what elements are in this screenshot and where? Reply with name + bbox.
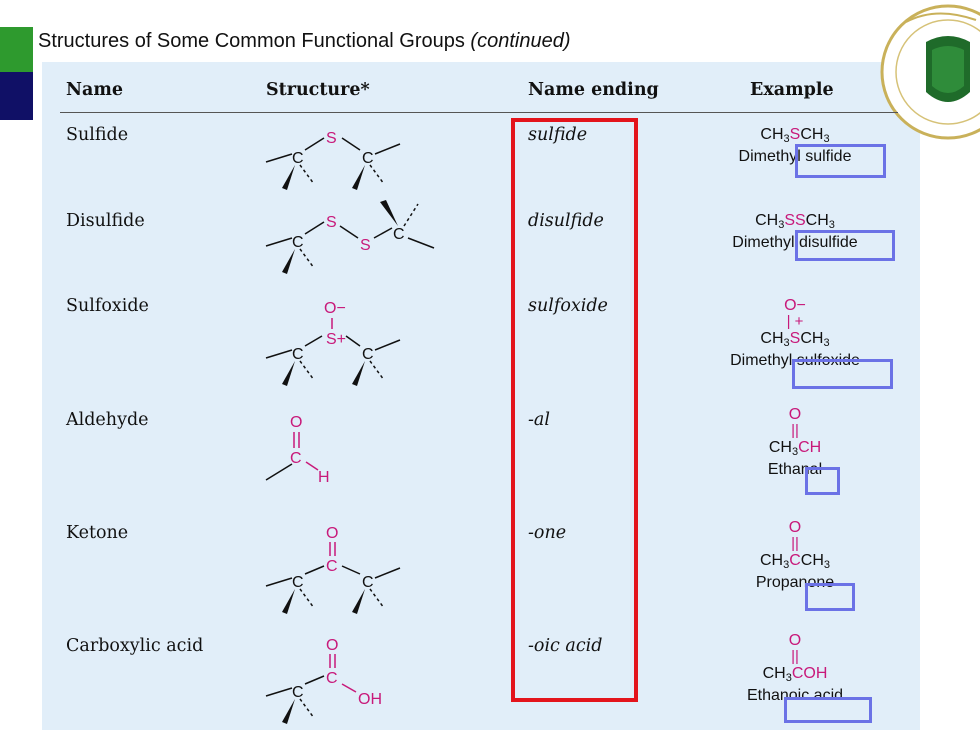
name-ending-highlight-box	[511, 118, 638, 702]
blue-highlight-ketone	[805, 583, 855, 611]
atom-c: C	[362, 346, 374, 363]
functional-groups-table	[42, 62, 920, 730]
corner-green-block	[0, 27, 33, 72]
atom-s: S	[326, 214, 337, 231]
atom-s: S	[326, 130, 337, 147]
atom-c: C	[292, 574, 304, 591]
atom-c-carbonyl: C	[326, 558, 338, 575]
header-divider	[60, 112, 898, 113]
row-name-disulfide: Disulfide	[66, 211, 145, 231]
example-carboxylic-acid: O || CH3COH Ethanoic acid	[746, 632, 844, 704]
atom-s-plus: S+	[326, 331, 346, 348]
atom-c: C	[292, 684, 304, 701]
university-seal-icon	[880, 4, 980, 140]
atom-c: C	[362, 574, 374, 591]
atom-o: O	[290, 414, 302, 431]
atom-o: O	[326, 525, 338, 542]
structure-carboxylic-acid: O C C OH	[265, 637, 382, 724]
corner-navy-block	[0, 72, 33, 120]
row-name-carboxylic-acid: Carboxylic acid	[66, 636, 204, 656]
row-ending-sulfoxide: sulfoxide	[528, 296, 608, 316]
atom-o: O	[326, 637, 338, 654]
structure-ketone: O C C C	[265, 525, 401, 614]
example-aldehyde: O || CH3CH Ethanal	[767, 406, 823, 478]
row-name-aldehyde: Aldehyde	[66, 410, 149, 430]
header-name-ending: Name ending	[528, 80, 659, 100]
row-ending-aldehyde: -al	[528, 410, 550, 430]
structure-disulfide: C S S C	[265, 200, 435, 274]
row-name-ketone: Ketone	[66, 523, 129, 543]
structure-sulfoxide: O− C S+ C	[265, 300, 401, 386]
atom-c: C	[292, 346, 304, 363]
header-example: Example	[750, 80, 834, 100]
example-disulfide: CH3SSCH3 Dimethyl disulfide	[732, 212, 858, 251]
row-ending-carboxylic-acid: -oic acid	[528, 636, 603, 656]
row-ending-ketone: -one	[528, 523, 567, 543]
row-name-sulfoxide: Sulfoxide	[66, 296, 149, 316]
blue-highlight-aldehyde	[805, 467, 840, 495]
blue-highlight-sulfide	[795, 144, 886, 178]
row-name-sulfide: Sulfide	[66, 125, 129, 145]
example-ketone: O || CH3CCH3 Propanone	[755, 519, 835, 591]
atom-c: C	[393, 226, 405, 243]
atom-c: C	[292, 150, 304, 167]
blue-highlight-carboxylic-acid	[784, 697, 872, 723]
row-ending-disulfide: disulfide	[528, 211, 604, 231]
header-structure: Structure*	[266, 80, 370, 100]
example-sulfide: CH3SCH3 Dimethyl sulfide	[738, 126, 852, 165]
atom-s: S	[360, 237, 371, 254]
blue-highlight-sulfoxide	[792, 359, 893, 389]
atom-c: C	[362, 150, 374, 167]
page-title-suffix: (continued)	[470, 30, 571, 52]
example-name-highlight: disulfide	[798, 233, 858, 251]
structure-aldehyde: O C H	[265, 414, 330, 486]
page-title: Structures of Some Common Functional Gro…	[38, 30, 571, 52]
example-name-highlight: one	[807, 573, 835, 591]
atom-o-minus: O−	[324, 300, 346, 317]
structure-sulfide: C S C	[265, 130, 401, 190]
header-name: Name	[66, 80, 123, 100]
atom-c-carbonyl: C	[326, 670, 338, 687]
atom-c: C	[292, 234, 304, 251]
atom-c: C	[290, 450, 302, 467]
row-ending-sulfide: sulfide	[528, 125, 588, 145]
example-name-highlight: sulfide	[805, 147, 852, 165]
atom-oh: OH	[358, 691, 382, 708]
atom-h: H	[318, 469, 330, 486]
blue-highlight-disulfide	[795, 230, 895, 261]
